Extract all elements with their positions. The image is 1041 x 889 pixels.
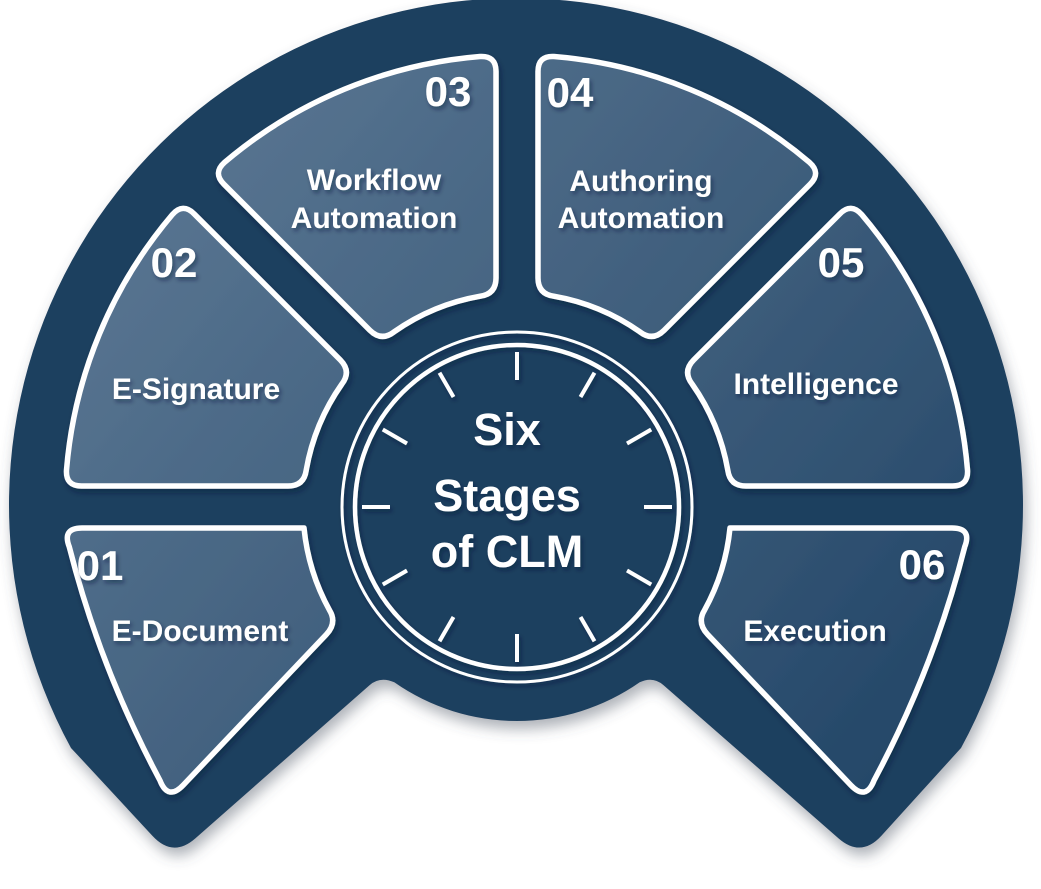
- center-dial: [340, 330, 694, 684]
- stage-label-02: E-Signature: [112, 373, 280, 406]
- dial-tick-marks: [362, 352, 672, 662]
- stage-wedge-04: [535, 53, 819, 340]
- stage-label-03-line-1: Workflow: [307, 164, 442, 197]
- dial-tick: [625, 427, 653, 446]
- stage-label-06: Execution: [743, 615, 886, 648]
- dial-tick: [437, 371, 456, 399]
- stage-wedge-05: [684, 205, 971, 489]
- stage-label-04-line-2: Automation: [558, 202, 725, 235]
- stage-wedges: [63, 53, 971, 795]
- stage-number-03: 03: [425, 68, 472, 115]
- center-title-line-1: Six: [473, 404, 541, 455]
- stage-wedge-01: [64, 525, 336, 795]
- stage-label-01: E-Document: [112, 615, 289, 648]
- dial-tick: [578, 615, 597, 643]
- stage-wedge-06: [698, 525, 970, 795]
- stage-number-06: 06: [899, 541, 946, 588]
- dial-tick: [437, 615, 456, 643]
- diagram-labels: Six Stages of CLM 01 E-Document 02 E-Sig…: [77, 68, 946, 648]
- dial-outer-ring: [340, 330, 694, 684]
- center-title-line-2: Stages: [433, 470, 581, 521]
- stage-label-04-line-1: Authoring: [569, 165, 712, 198]
- stage-label-03-line-2: Automation: [291, 202, 458, 235]
- stage-number-02: 02: [151, 239, 198, 286]
- stage-wedge-02: [63, 205, 350, 489]
- dial-inner-ring: [352, 342, 682, 672]
- dial-tick: [578, 371, 597, 399]
- dial-tick: [381, 427, 409, 446]
- stage-number-01: 01: [77, 542, 124, 589]
- dial-tick: [381, 568, 409, 587]
- stage-number-04: 04: [547, 69, 594, 116]
- stage-number-05: 05: [818, 239, 865, 286]
- center-title-line-3: of CLM: [431, 526, 583, 577]
- dial-tick: [625, 568, 653, 587]
- stage-wedge-03: [215, 53, 499, 340]
- stage-label-05: Intelligence: [733, 368, 898, 401]
